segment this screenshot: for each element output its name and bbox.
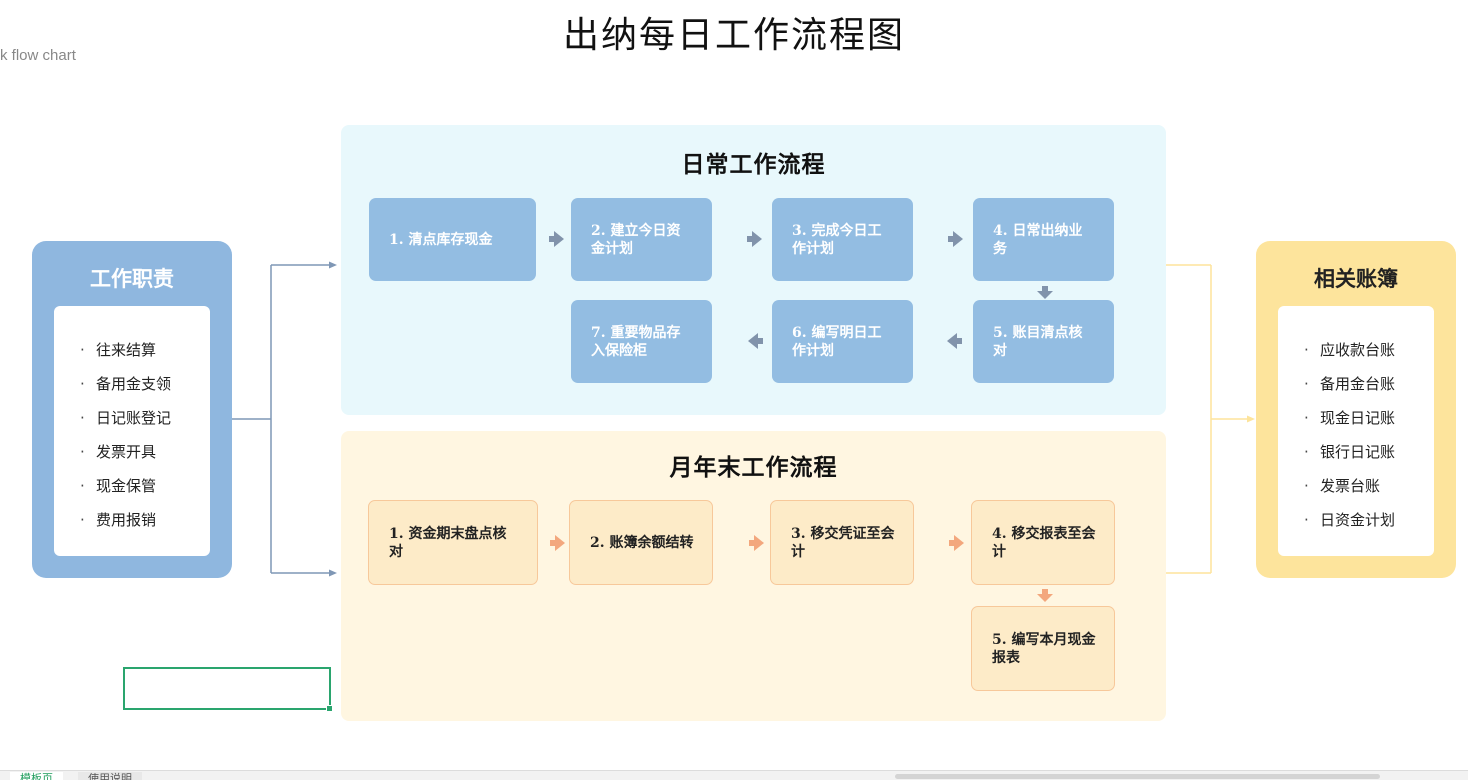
monthly-step-1: 1. 资金期末盘点核对 [368, 500, 538, 585]
arrowhead-to-daily [329, 261, 337, 269]
daily-workflow-title: 日常工作流程 [681, 151, 826, 178]
duties-list-panel: ·往来结算 ·备用金支领 ·日记账登记 ·发票开具 ·现金保管 ·费用报销 [54, 306, 210, 556]
arrow-down-icon [1037, 286, 1053, 299]
arrow-right-icon [550, 535, 565, 551]
sheet-tab-instructions[interactable]: 使用说明 [78, 772, 142, 780]
sheet-tab-bar: 模板页 使用说明 [0, 770, 1468, 780]
list-item: ·发票台账 [1304, 472, 1434, 506]
arrow-left-icon [947, 333, 962, 349]
sheet-tab-template[interactable]: 模板页 [10, 772, 63, 780]
daily-step-6: 6. 编写明日工作计划 [772, 300, 913, 383]
bullet: · [80, 375, 85, 393]
list-item: ·备用金支领 [80, 370, 210, 404]
daily-step-3: 3. 完成今日工作计划 [772, 198, 913, 281]
page-title: 出纳每日工作流程图 [562, 15, 905, 56]
fill-handle[interactable] [326, 705, 333, 712]
list-item: ·日资金计划 [1304, 506, 1434, 540]
duties-list: ·往来结算 ·备用金支领 ·日记账登记 ·发票开具 ·现金保管 ·费用报销 [54, 306, 210, 540]
arrow-right-icon [549, 231, 564, 247]
arrow-right-icon [747, 231, 762, 247]
bullet: · [80, 409, 85, 427]
arrow-left-icon [748, 333, 763, 349]
list-item: ·备用金台账 [1304, 370, 1434, 404]
ledgers-list: ·应收款台账 ·备用金台账 ·现金日记账 ·银行日记账 ·发票台账 ·日资金计划 [1278, 306, 1434, 540]
bullet: · [80, 341, 85, 359]
horizontal-scrollbar[interactable] [895, 774, 1380, 779]
left-connector [232, 264, 331, 574]
right-connector [1166, 264, 1248, 574]
ledgers-title: 相关账簿 [1314, 266, 1398, 291]
list-item: ·现金保管 [80, 472, 210, 506]
bullet: · [1304, 477, 1309, 495]
duties-card: 工作职责 ·往来结算 ·备用金支领 ·日记账登记 ·发票开具 ·现金保管 ·费用… [32, 241, 232, 578]
daily-step-4: 4. 日常出纳业务 [973, 198, 1114, 281]
monthly-step-3: 3. 移交凭证至会计 [770, 500, 914, 585]
bullet: · [1304, 511, 1309, 529]
arrow-right-icon [949, 535, 964, 551]
bullet: · [80, 511, 85, 529]
arrow-right-icon [948, 231, 963, 247]
arrow-down-icon [1037, 589, 1053, 602]
list-item: ·现金日记账 [1304, 404, 1434, 438]
list-item: ·日记账登记 [80, 404, 210, 438]
bullet: · [1304, 341, 1309, 359]
ledgers-list-panel: ·应收款台账 ·备用金台账 ·现金日记账 ·银行日记账 ·发票台账 ·日资金计划 [1278, 306, 1434, 556]
bullet: · [80, 443, 85, 461]
daily-step-7: 7. 重要物品存入保险柜 [571, 300, 712, 383]
daily-step-1: 1. 清点库存现金 [369, 198, 536, 281]
monthly-workflow-title: 月年末工作流程 [669, 454, 838, 481]
list-item: ·发票开具 [80, 438, 210, 472]
list-item: ·费用报销 [80, 506, 210, 540]
duties-title: 工作职责 [90, 266, 174, 291]
page-subtitle: k flow chart [0, 47, 76, 64]
bullet: · [80, 477, 85, 495]
list-item: ·应收款台账 [1304, 336, 1434, 370]
arrowhead-to-monthly [329, 569, 337, 577]
monthly-step-5: 5. 编写本月现金报表 [971, 606, 1115, 691]
bullet: · [1304, 375, 1309, 393]
list-item: ·往来结算 [80, 336, 210, 370]
arrow-right-icon [749, 535, 764, 551]
ledgers-card: 相关账簿 ·应收款台账 ·备用金台账 ·现金日记账 ·银行日记账 ·发票台账 ·… [1256, 241, 1456, 578]
arrowhead-to-ledgers [1247, 415, 1255, 423]
monthly-step-2: 2. 账簿余额结转 [569, 500, 713, 585]
daily-step-2: 2. 建立今日资金计划 [571, 198, 712, 281]
list-item: ·银行日记账 [1304, 438, 1434, 472]
bullet: · [1304, 409, 1309, 427]
monthly-step-4: 4. 移交报表至会计 [971, 500, 1115, 585]
bullet: · [1304, 443, 1309, 461]
selected-cell[interactable] [123, 667, 333, 712]
daily-step-5: 5. 账目清点核对 [973, 300, 1114, 383]
